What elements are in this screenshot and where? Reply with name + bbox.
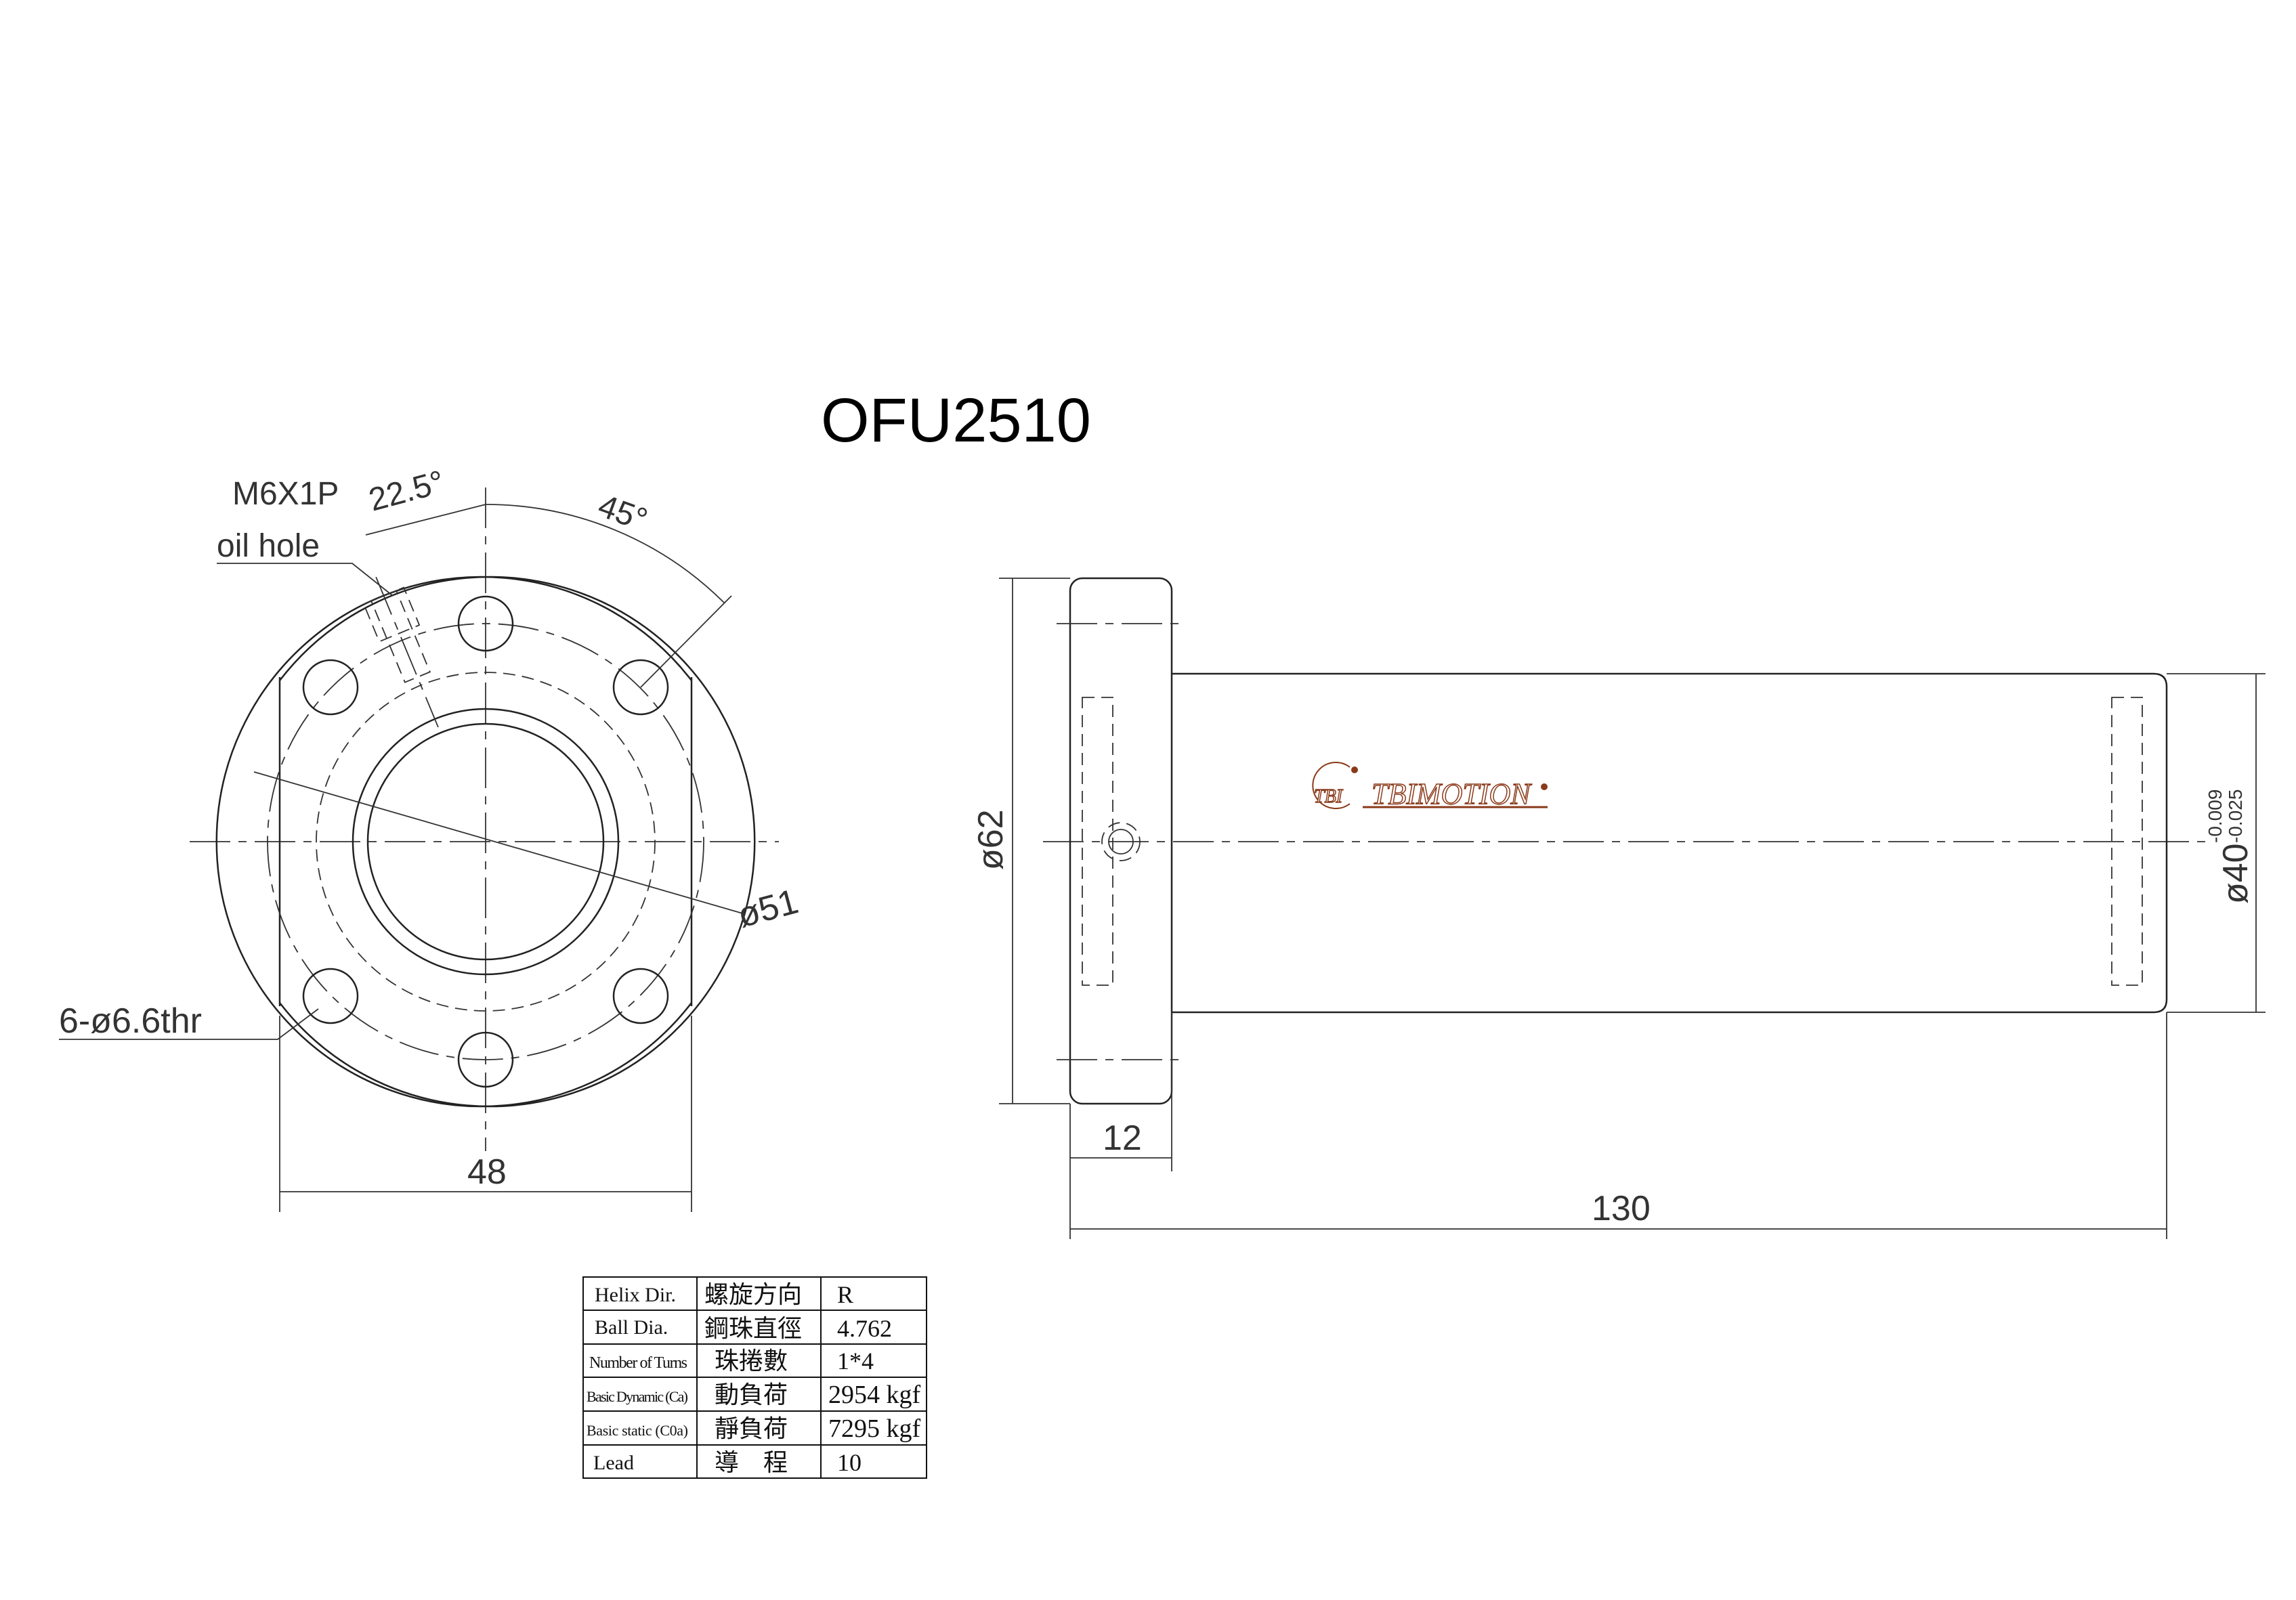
svg-text:R: R — [837, 1281, 853, 1308]
svg-text:導 程: 導 程 — [715, 1449, 788, 1476]
svg-text:10: 10 — [837, 1449, 862, 1476]
svg-text:Lead: Lead — [593, 1452, 634, 1474]
tbimotion-logo: TBI TBIMOTION — [1312, 762, 1548, 811]
angle-holes: 45° — [593, 488, 652, 539]
body-dia-dim: ø40 — [2216, 843, 2255, 904]
table-row: Helix Dir. 螺旋方向 R — [595, 1281, 853, 1308]
angle-oil-hole: 22.5° — [365, 464, 448, 518]
bolt-holes — [302, 595, 669, 1088]
spec-table: Helix Dir. 螺旋方向 R Ball Dia. 鋼珠直徑 4.762 N… — [582, 1276, 927, 1479]
bolt-circle-dim: ø51 — [734, 882, 803, 935]
svg-text:Basic static (C0a): Basic static (C0a) — [587, 1422, 688, 1439]
oil-hole-thread: M6X1P — [232, 476, 339, 512]
oil-hole — [362, 576, 439, 728]
nut-body — [1172, 672, 2168, 1014]
front-view: 22.5° 45° M6X1P oil hole ø51 6-ø6.6thr 4… — [59, 464, 803, 1212]
svg-text:TBIMOTION: TBIMOTION — [1372, 777, 1532, 810]
svg-text:2954 kgf: 2954 kgf — [828, 1381, 921, 1409]
table-row: Basic Dynamic (Ca) 動負荷 2954 kgf — [587, 1381, 921, 1409]
svg-text:Number of Turns: Number of Turns — [589, 1354, 687, 1372]
svg-text:螺旋方向: 螺旋方向 — [704, 1281, 802, 1308]
table-row: Basic static (C0a) 靜負荷 7295 kgf — [587, 1414, 921, 1443]
oil-hole-label: oil hole — [217, 528, 320, 564]
body-tol-upper: -0.009 — [2205, 790, 2226, 843]
flange-outer — [279, 576, 756, 1108]
flat-width-dim: 48 — [467, 1152, 507, 1192]
angle-45-arc — [485, 504, 725, 604]
table-row: Number of Turns 珠捲數 1*4 — [589, 1347, 874, 1375]
table-row: Lead 導 程 10 — [593, 1449, 862, 1476]
svg-text:Basic Dynamic (Ca): Basic Dynamic (Ca) — [587, 1388, 688, 1405]
flange-dia-dim: ø62 — [971, 809, 1011, 870]
svg-text:4.762: 4.762 — [837, 1315, 892, 1342]
bore — [366, 722, 605, 961]
svg-text:鋼珠直徑: 鋼珠直徑 — [704, 1315, 802, 1342]
svg-text:TBI: TBI — [1314, 786, 1344, 807]
part-title: OFU2510 — [821, 386, 1091, 455]
bolt-circle — [267, 623, 704, 1060]
body-tol-lower: -0.025 — [2225, 790, 2246, 843]
svg-text:7295 kgf: 7295 kgf — [828, 1414, 921, 1443]
flange — [1069, 577, 1173, 1105]
svg-text:1*4: 1*4 — [837, 1347, 874, 1375]
svg-text:靜負荷: 靜負荷 — [715, 1415, 788, 1442]
svg-text:動負荷: 動負荷 — [715, 1381, 788, 1408]
svg-text:Ball Dia.: Ball Dia. — [595, 1316, 668, 1339]
holes-callout: 6-ø6.6thr — [59, 1001, 202, 1041]
svg-text:珠捲數: 珠捲數 — [715, 1347, 788, 1375]
overall-length-dim: 130 — [1592, 1189, 1651, 1228]
side-view: TBI TBIMOTION ø62 ø40 -0.009 -0.025 12 1… — [971, 577, 2266, 1239]
svg-text:Helix Dir.: Helix Dir. — [595, 1284, 676, 1306]
flange-thickness-dim: 12 — [1103, 1119, 1142, 1158]
table-row: Ball Dia. 鋼珠直徑 4.762 — [595, 1315, 892, 1342]
